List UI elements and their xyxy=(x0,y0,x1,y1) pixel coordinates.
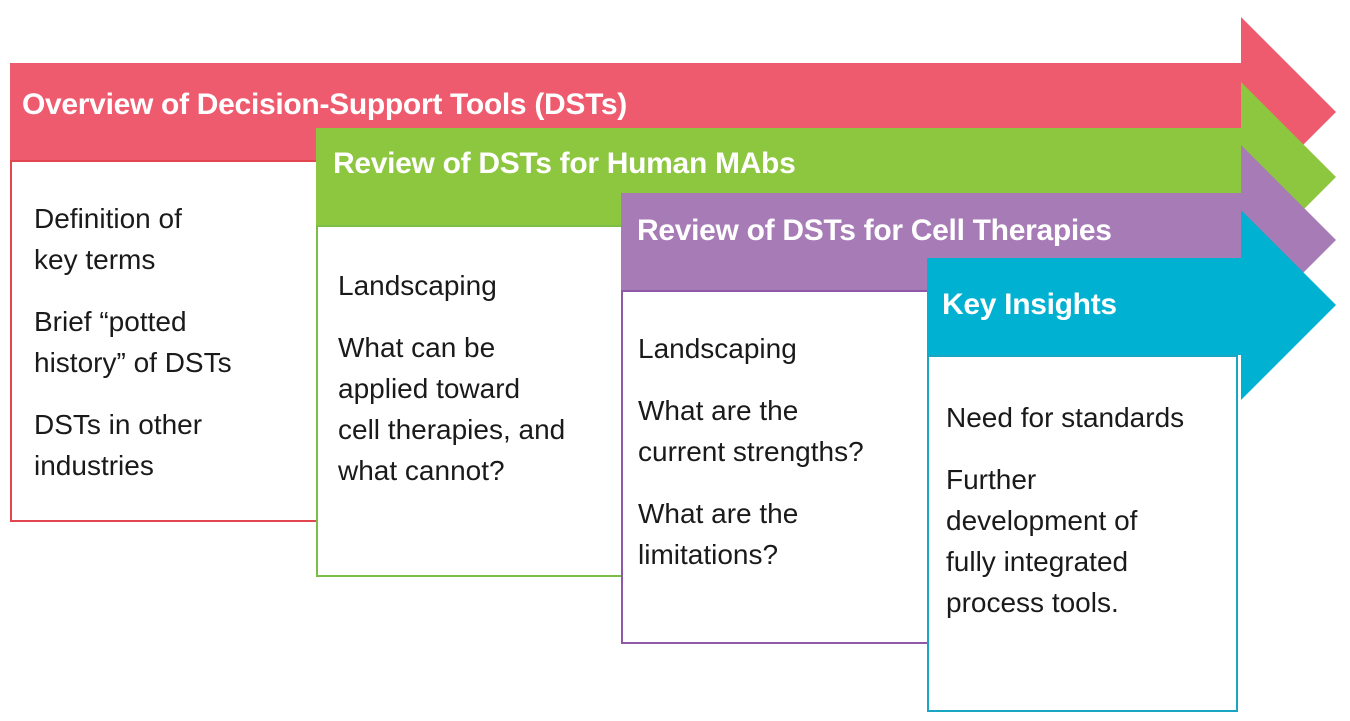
item-text-line: key terms xyxy=(34,244,156,275)
item-text-line: Brief “potted xyxy=(34,306,187,337)
stage-1-content-box: Definition of key terms Brief “potted hi… xyxy=(10,160,330,522)
item-text-line: current strengths? xyxy=(638,436,864,467)
stage-4-content-box: Need for standards Further development o… xyxy=(927,355,1238,712)
stage-2-content-box: Landscaping What can be applied toward c… xyxy=(316,225,636,577)
item-text-line: What are the xyxy=(638,498,799,529)
item-text-line: applied toward xyxy=(338,373,521,404)
stage-1-item: DSTs in other industries xyxy=(34,404,232,486)
item-text-line: what cannot? xyxy=(338,455,505,486)
item-text-line: fully integrated xyxy=(946,546,1129,577)
item-text-line: history” of DSTs xyxy=(34,347,232,378)
item-text-line: process tools. xyxy=(946,587,1119,618)
stage-1-item: Brief “potted history” of DSTs xyxy=(34,301,232,383)
item-text-line: Definition of xyxy=(34,203,182,234)
stage-4-item: Further development of fully integrated … xyxy=(946,459,1184,623)
arrow-body xyxy=(927,210,1336,400)
stage-1-item: Definition of key terms xyxy=(34,198,232,280)
item-text-line: Landscaping xyxy=(638,333,797,364)
item-text-line: Need for standards xyxy=(946,402,1185,433)
item-text-line: Landscaping xyxy=(338,270,497,301)
stage-3-item: What are the current strengths? xyxy=(638,390,864,472)
stage-2-item: Landscaping xyxy=(338,265,565,306)
item-text-line: industries xyxy=(34,450,154,481)
item-text-line: What can be xyxy=(338,332,496,363)
stage-3-title: Review of DSTs for Cell Therapies xyxy=(637,214,1112,247)
item-text-line: What are the xyxy=(638,395,799,426)
stage-3-content-box: Landscaping What are the current strengt… xyxy=(621,290,941,644)
stage-3-item: Landscaping xyxy=(638,328,864,369)
item-text-line: limitations? xyxy=(638,539,779,570)
stage-1-title: Overview of Decision-Support Tools (DSTs… xyxy=(22,88,627,121)
stage-3-item: What are the limitations? xyxy=(638,493,864,575)
stage-4-item: Need for standards xyxy=(946,397,1184,438)
item-text-line: cell therapies, and xyxy=(338,414,566,445)
stage-4-title: Key Insights xyxy=(942,288,1117,321)
item-text-line: development of xyxy=(946,505,1138,536)
item-text-line: Further xyxy=(946,464,1037,495)
stage-2-item: What can be applied toward cell therapie… xyxy=(338,327,565,491)
stage-2-title: Review of DSTs for Human MAbs xyxy=(333,147,796,180)
item-text-line: DSTs in other xyxy=(34,409,203,440)
